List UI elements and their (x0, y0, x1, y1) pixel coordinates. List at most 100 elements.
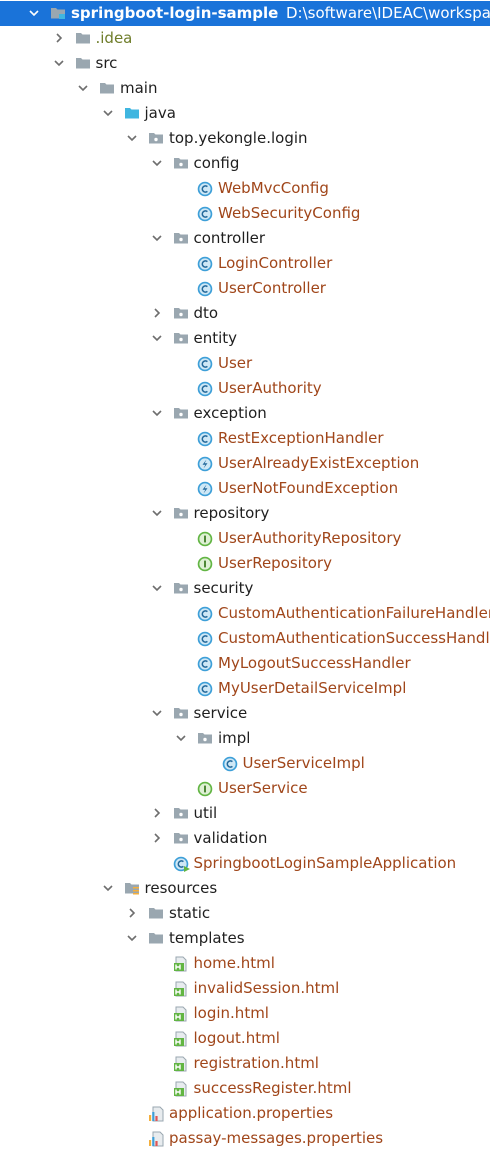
html-file-icon (173, 1076, 191, 1101)
tree-row-customauthenticationsuccesshandler[interactable]: CustomAuthenticationSuccessHandler (0, 626, 490, 651)
folder-icon (148, 901, 166, 926)
tree-row-myuserdetailserviceimpl[interactable]: MyUserDetailServiceImpl (0, 676, 490, 701)
class-icon (222, 751, 240, 776)
tree-row-userrepository[interactable]: UserRepository (0, 551, 490, 576)
tree-item-label: LoginController (218, 254, 333, 272)
tree-row-security[interactable]: security (0, 576, 490, 601)
tree-row-util[interactable]: util (0, 801, 490, 826)
tree-row-java[interactable]: java (0, 101, 490, 126)
tree-row-user[interactable]: User (0, 351, 490, 376)
tree-item-label: CustomAuthenticationFailureHandler (218, 604, 490, 622)
tree-row-mylogoutsuccesshandler[interactable]: MyLogoutSuccessHandler (0, 651, 490, 676)
chevron-right-icon[interactable] (51, 26, 67, 51)
html-file-icon (173, 1001, 191, 1026)
tree-row-useralreadyexistexception[interactable]: UserAlreadyExistException (0, 451, 490, 476)
chevron-down-icon[interactable] (124, 126, 140, 151)
class-icon (197, 426, 215, 451)
package-icon (173, 801, 191, 826)
tree-row-impl[interactable]: impl (0, 726, 490, 751)
tree-row-usernotfoundexception[interactable]: UserNotFoundException (0, 476, 490, 501)
properties-file-icon (148, 1126, 166, 1151)
chevron-down-icon[interactable] (149, 326, 165, 351)
tree-row-templates[interactable]: templates (0, 926, 490, 951)
chevron-down-icon[interactable] (149, 151, 165, 176)
tree-row-customauthenticationfailurehandler[interactable]: CustomAuthenticationFailureHandler (0, 601, 490, 626)
tree-row-websecurityconfig[interactable]: WebSecurityConfig (0, 201, 490, 226)
tree-row-logincontroller[interactable]: LoginController (0, 251, 490, 276)
tree-item-label: src (95, 54, 118, 72)
chevron-down-icon[interactable] (51, 51, 67, 76)
class-icon (197, 251, 215, 276)
tree-row-controller[interactable]: controller (0, 226, 490, 251)
tree-item-label: logout.html (193, 1029, 280, 1047)
tree-row-repository[interactable]: repository (0, 501, 490, 526)
tree-item-label: service (193, 704, 248, 722)
tree-row-registration-html[interactable]: registration.html (0, 1051, 490, 1076)
tree-row-passay-messages-properties[interactable]: passay-messages.properties (0, 1126, 490, 1151)
tree-row-restexceptionhandler[interactable]: RestExceptionHandler (0, 426, 490, 451)
tree-row-logout-html[interactable]: logout.html (0, 1026, 490, 1051)
tree-row-exception[interactable]: exception (0, 401, 490, 426)
chevron-down-icon[interactable] (173, 726, 189, 751)
tree-row-src[interactable]: src (0, 51, 490, 76)
tree-row-application-properties[interactable]: application.properties (0, 1101, 490, 1126)
tree-row-dto[interactable]: dto (0, 301, 490, 326)
chevron-right-icon[interactable] (149, 801, 165, 826)
chevron-down-icon[interactable] (100, 876, 116, 901)
tree-row-idea[interactable]: .idea (0, 26, 490, 51)
tree-row-usercontroller[interactable]: UserController (0, 276, 490, 301)
html-file-icon (173, 1051, 191, 1076)
class-icon (197, 201, 215, 226)
tree-row-invalidsession-html[interactable]: invalidSession.html (0, 976, 490, 1001)
tree-item-label: UserAuthorityRepository (218, 529, 402, 547)
package-icon (173, 826, 191, 851)
chevron-down-icon[interactable] (149, 401, 165, 426)
chevron-down-icon[interactable] (149, 576, 165, 601)
tree-item-label: main (120, 79, 158, 97)
tree-row-resources[interactable]: resources (0, 876, 490, 901)
chevron-down-icon[interactable] (149, 501, 165, 526)
spring-boot-class-icon (173, 851, 191, 876)
tree-row-login-html[interactable]: login.html (0, 1001, 490, 1026)
chevron-right-icon[interactable] (149, 301, 165, 326)
tree-row-main[interactable]: main (0, 76, 490, 101)
package-icon (173, 501, 191, 526)
chevron-right-icon[interactable] (124, 901, 140, 926)
chevron-down-icon[interactable] (149, 226, 165, 251)
chevron-right-icon[interactable] (149, 826, 165, 851)
tree-item-label: application.properties (169, 1104, 334, 1122)
tree-row-service[interactable]: service (0, 701, 490, 726)
tree-item-label: UserAlreadyExistException (218, 454, 420, 472)
tree-row-successregister-html[interactable]: successRegister.html (0, 1076, 490, 1101)
tree-item-label: WebSecurityConfig (218, 204, 361, 222)
tree-row-config[interactable]: config (0, 151, 490, 176)
resources-folder-icon (124, 876, 142, 901)
tree-item-label: config (193, 154, 240, 172)
chevron-down-icon[interactable] (100, 101, 116, 126)
tree-item-label: MyUserDetailServiceImpl (218, 679, 407, 697)
tree-row-entity[interactable]: entity (0, 326, 490, 351)
class-icon (197, 651, 215, 676)
tree-row-userauthorityrepository[interactable]: UserAuthorityRepository (0, 526, 490, 551)
tree-row-userservice[interactable]: UserService (0, 776, 490, 801)
tree-item-label: resources (144, 879, 218, 897)
tree-row-userauthority[interactable]: UserAuthority (0, 376, 490, 401)
tree-row-home-html[interactable]: home.html (0, 951, 490, 976)
package-icon (173, 576, 191, 601)
chevron-down-icon[interactable] (75, 76, 91, 101)
tree-row-validation[interactable]: validation (0, 826, 490, 851)
chevron-down-icon[interactable] (26, 1, 42, 26)
tree-row-springbootloginsampleapplication[interactable]: SpringbootLoginSampleApplication (0, 851, 490, 876)
tree-row-userserviceimpl[interactable]: UserServiceImpl (0, 751, 490, 776)
package-icon (197, 726, 215, 751)
tree-row-top-yekongle-login[interactable]: top.yekongle.login (0, 126, 490, 151)
chevron-down-icon[interactable] (124, 926, 140, 951)
tree-item-label: RestExceptionHandler (218, 429, 384, 447)
chevron-down-icon[interactable] (149, 701, 165, 726)
tree-item-label: entity (193, 329, 238, 347)
tree-row-webmvcconfig[interactable]: WebMvcConfig (0, 176, 490, 201)
tree-item-label: impl (218, 729, 251, 747)
tree-row-static[interactable]: static (0, 901, 490, 926)
